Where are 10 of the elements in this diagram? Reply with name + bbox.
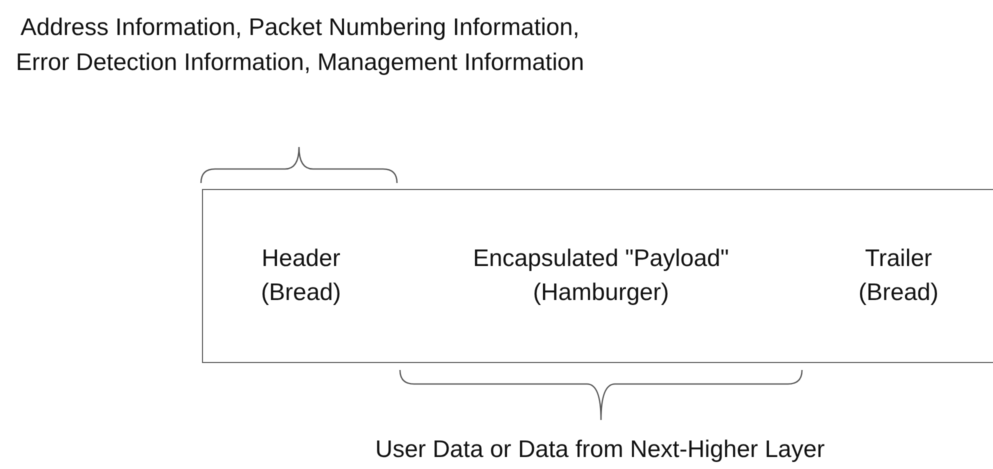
field-label: Encapsulated "Payload": [473, 244, 729, 274]
frame-field-box: [202, 189, 400, 363]
annotation-text: Address Information, Packet Numbering Information, Error Detection Information, Management Information: [14, 13, 586, 78]
field-label: Trailer: [864, 244, 932, 274]
field-label: (Bread): [260, 278, 342, 308]
field-label: Header: [262, 244, 340, 274]
field-label: (Bread): [858, 278, 939, 308]
frame-field-box: [803, 189, 993, 363]
annotation-text: User Data or Data from Next-Higher Layer: [374, 435, 826, 465]
field-label: (Hamburger): [532, 278, 670, 308]
